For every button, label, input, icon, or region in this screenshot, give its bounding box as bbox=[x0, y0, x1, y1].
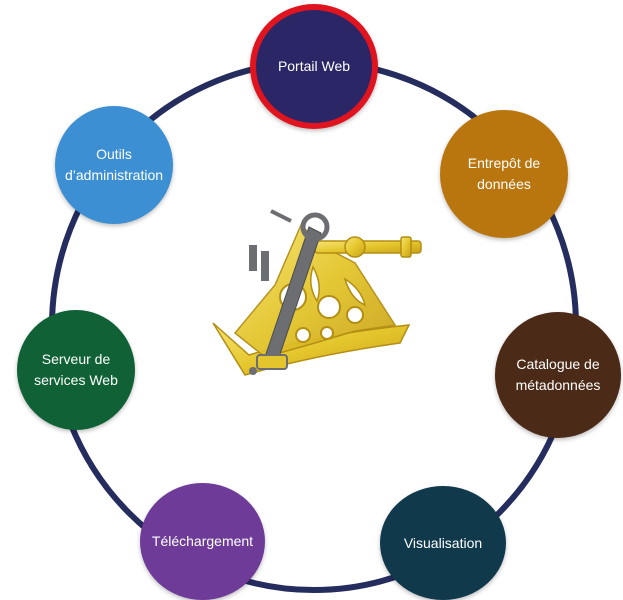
node-telechargement[interactable]: Téléchargement bbox=[140, 483, 265, 600]
sextant-icon bbox=[212, 209, 422, 376]
node-outils-administration[interactable]: Outils d’administration bbox=[55, 106, 173, 224]
node-label: Entrepôt de données bbox=[467, 155, 541, 192]
node-entrepot-de-donnees[interactable]: Entrepôt de données bbox=[440, 110, 568, 238]
node-label: Visualisation bbox=[403, 534, 483, 551]
node-visualisation[interactable]: Visualisation bbox=[380, 486, 506, 600]
node-portail-web[interactable]: Portail Web bbox=[250, 4, 378, 129]
node-label: Portail Web bbox=[277, 58, 351, 74]
node-serveur-de-services-web[interactable]: Serveur de services Web bbox=[17, 310, 135, 430]
node-catalogue-de-metadonnees[interactable]: Catalogue de métadonnées bbox=[495, 312, 621, 438]
node-label: Outils d’administration bbox=[64, 146, 164, 183]
node-label: Téléchargement bbox=[151, 533, 254, 549]
node-label: Catalogue de métadonnées bbox=[515, 356, 601, 393]
node-label: Serveur de services Web bbox=[34, 351, 118, 388]
